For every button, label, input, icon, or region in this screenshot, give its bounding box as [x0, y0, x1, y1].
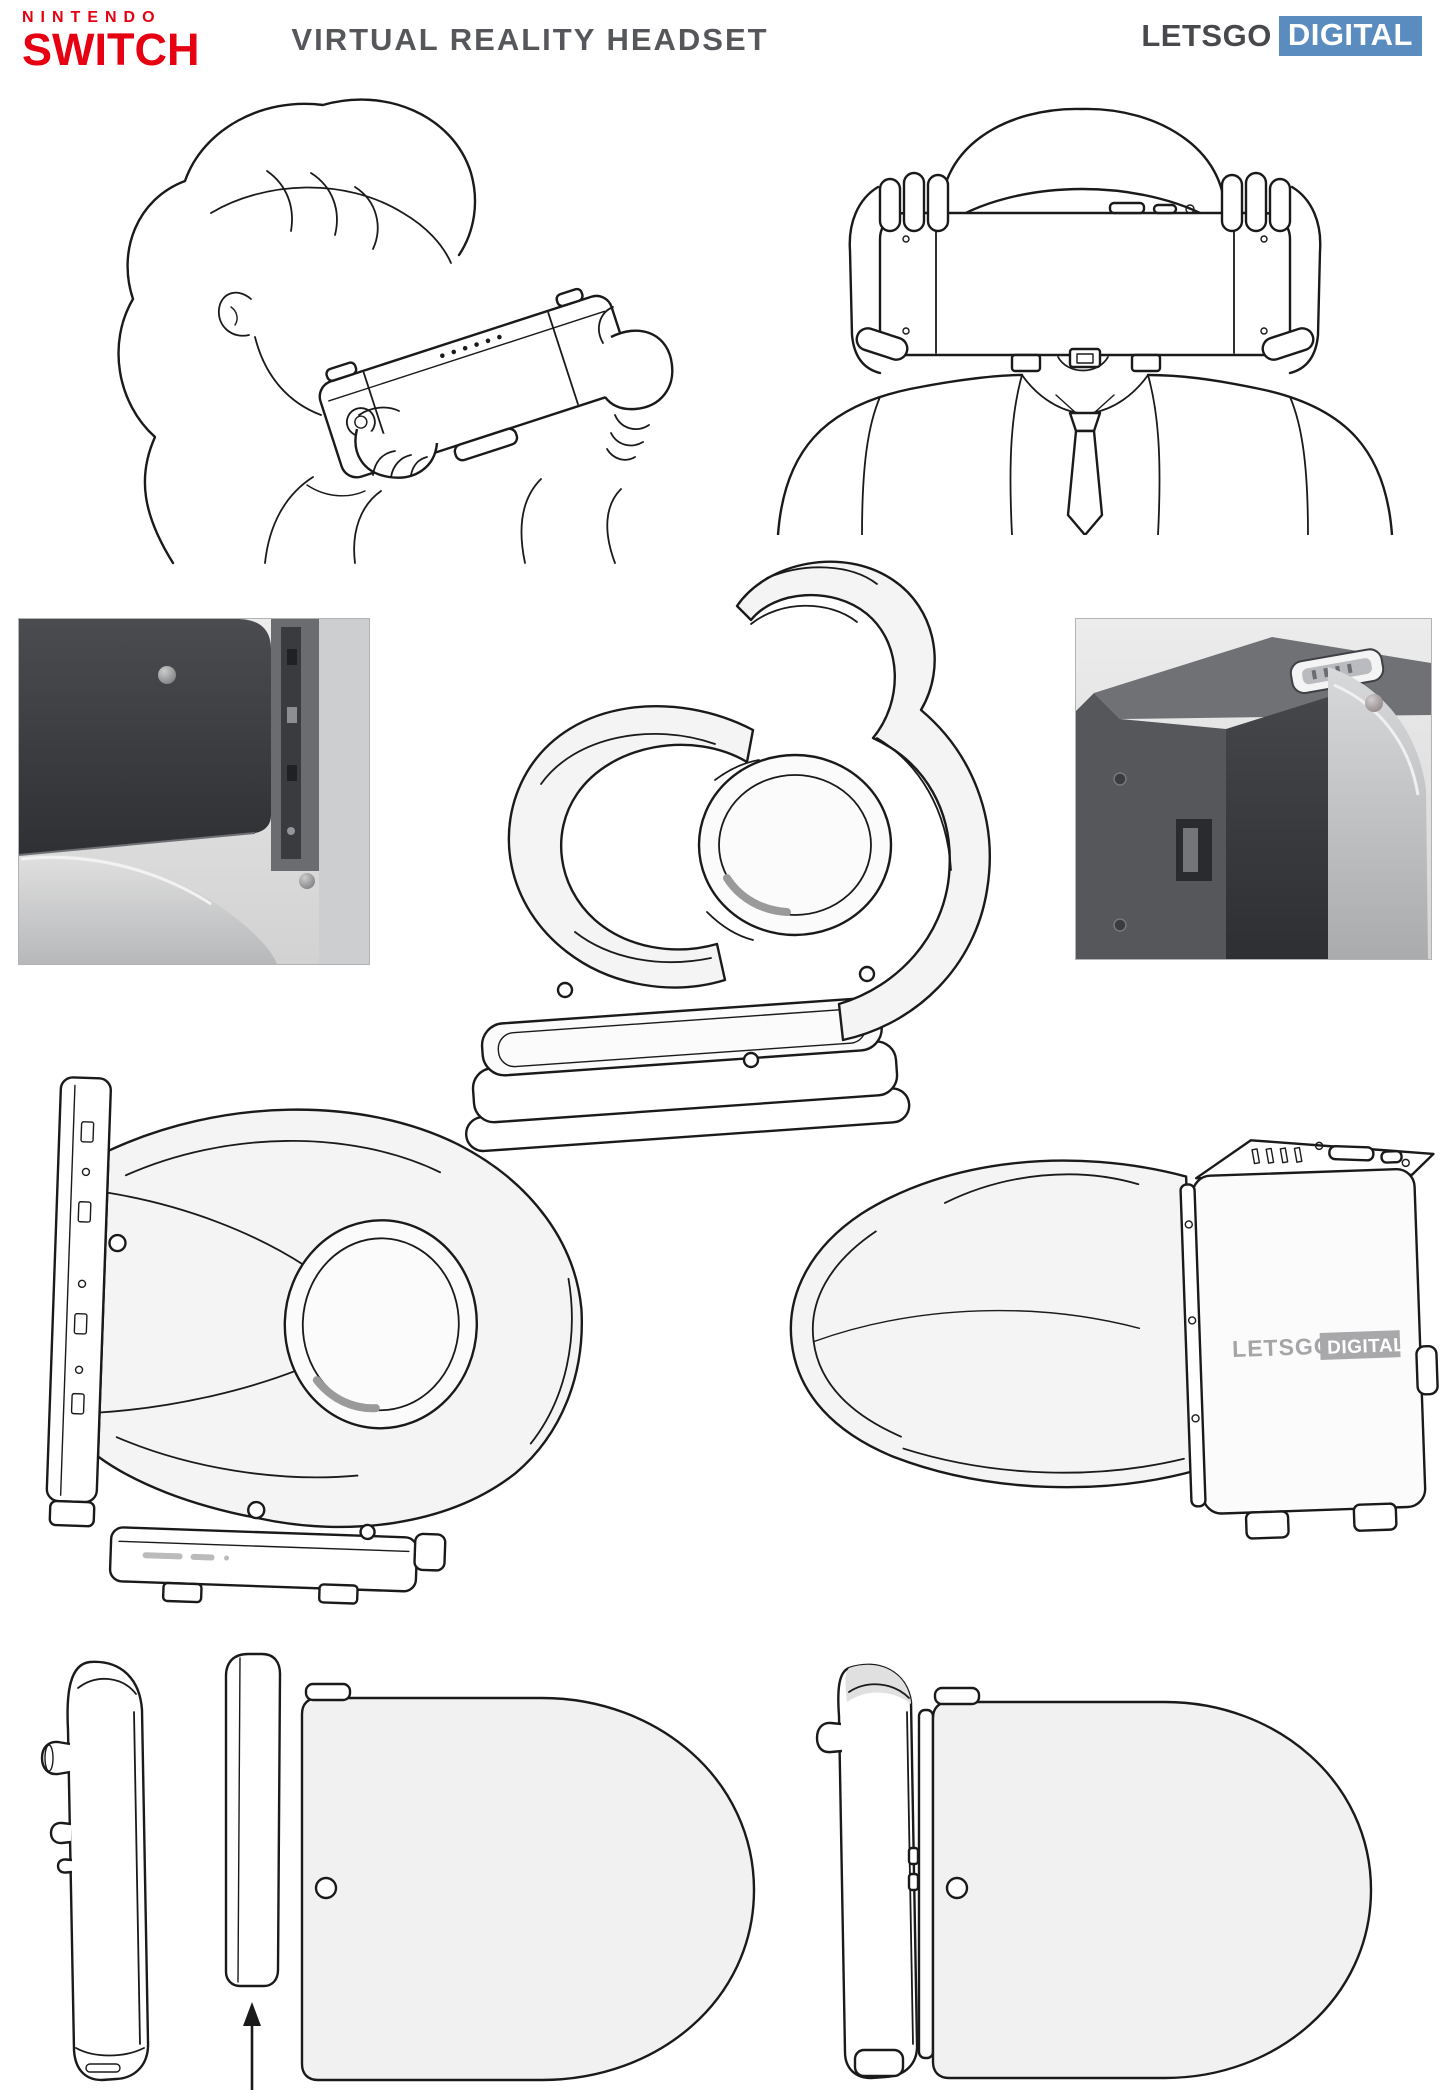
- button: [907, 1846, 920, 1866]
- rail-connector: [917, 1708, 935, 2060]
- rail-strip: [224, 1652, 282, 1988]
- watermark-letsgo: LETSGO: [1232, 1333, 1333, 1362]
- headset-rear-right-drawing: LETSGO DIGITAL: [789, 1139, 1439, 1540]
- person-front-drawing: [776, 107, 1394, 537]
- necktie: [1066, 429, 1104, 537]
- volume-buttons: [1328, 1145, 1375, 1162]
- headset-dark-panel-render: [19, 619, 271, 855]
- person-side-drawing: [117, 98, 674, 565]
- left-hand: [848, 171, 950, 375]
- vr-shell-dock-drawing: [464, 560, 991, 1153]
- button: [907, 1872, 920, 1892]
- pin-hole: [314, 1876, 338, 1900]
- lens-assembly: [697, 753, 893, 941]
- screw: [1113, 772, 1127, 786]
- headset-front-left-drawing: [45, 1076, 584, 1605]
- nintendo-wordmark: NINTENDO: [22, 9, 162, 26]
- render-crop-left-image: [18, 619, 369, 964]
- analog-stick: [815, 1721, 843, 1754]
- screw: [1113, 918, 1127, 932]
- switch-console-side: [318, 287, 635, 479]
- digital-wordmark: DIGITAL: [1278, 16, 1422, 56]
- switch-console-front: [878, 201, 1292, 373]
- visor-blank-panel: [931, 1700, 1373, 2080]
- shell-back-sheet: [735, 560, 991, 1042]
- switch-console-edge: [45, 1076, 112, 1528]
- lens-assembly: [283, 1219, 479, 1430]
- letsgodigital-logo: LETSGO DIGITAL: [1141, 16, 1422, 56]
- watermark-digital: DIGITAL: [1327, 1335, 1406, 1359]
- joycon-profile-drawing: [40, 1660, 150, 2082]
- pin-hole: [945, 1876, 969, 1900]
- figure-headset-front-left: [22, 1062, 722, 1632]
- visor-flange-render: [1328, 667, 1428, 959]
- figure-person-side-view: [55, 85, 715, 565]
- button: [49, 1821, 72, 1845]
- visor-blank-panel: [300, 1696, 756, 2082]
- right-hand: [1220, 171, 1322, 375]
- figure-vr-shell-on-dock: [415, 540, 1035, 1180]
- power-button: [1380, 1149, 1403, 1164]
- joycon-panel-drawing: [815, 1663, 1373, 2080]
- pin-knob: [299, 873, 315, 889]
- suit-body: [776, 373, 1394, 537]
- figure-joycon-profile: [28, 1652, 173, 2087]
- button: [56, 1858, 73, 1874]
- rail-panel-drawing: [224, 1652, 756, 2090]
- analog-stick: [40, 1740, 71, 1776]
- base-bar: [108, 1526, 447, 1605]
- right-hand: [598, 306, 674, 461]
- render-crop-right-image: [1076, 619, 1431, 959]
- switch-wordmark: SWITCH: [22, 24, 200, 75]
- pin-knob: [158, 666, 176, 684]
- pin-knob: [1365, 694, 1383, 712]
- device-watermark: LETSGO DIGITAL: [1232, 1330, 1406, 1362]
- figure-rail-and-panel: [210, 1650, 810, 2095]
- joycon: [815, 1663, 920, 2080]
- figure-joycon-with-panel: [815, 1652, 1415, 2092]
- switch-console-back: LETSGO DIGITAL: [1179, 1168, 1439, 1540]
- insert-direction-arrow: [243, 2002, 261, 2090]
- page-title: VIRTUAL REALITY HEADSET: [291, 22, 769, 57]
- left-hand: [354, 406, 439, 479]
- visor-flange-render: [19, 855, 277, 964]
- figure-person-front-view: [760, 95, 1410, 537]
- device-left-face-render: [1076, 693, 1226, 959]
- letsgo-wordmark: LETSGO: [1141, 18, 1272, 53]
- figure-headset-rear-right: LETSGO DIGITAL: [740, 1062, 1440, 1632]
- nintendo-switch-logo: NINTENDO SWITCH: [22, 9, 200, 75]
- device-corner-render: [1226, 697, 1328, 959]
- dock-base: [464, 997, 911, 1153]
- figure-render-crop-right: [1075, 618, 1432, 960]
- visor-shell: [789, 1159, 1198, 1489]
- figure-render-crop-left: [18, 618, 370, 965]
- shell-front-sheet: [507, 705, 755, 989]
